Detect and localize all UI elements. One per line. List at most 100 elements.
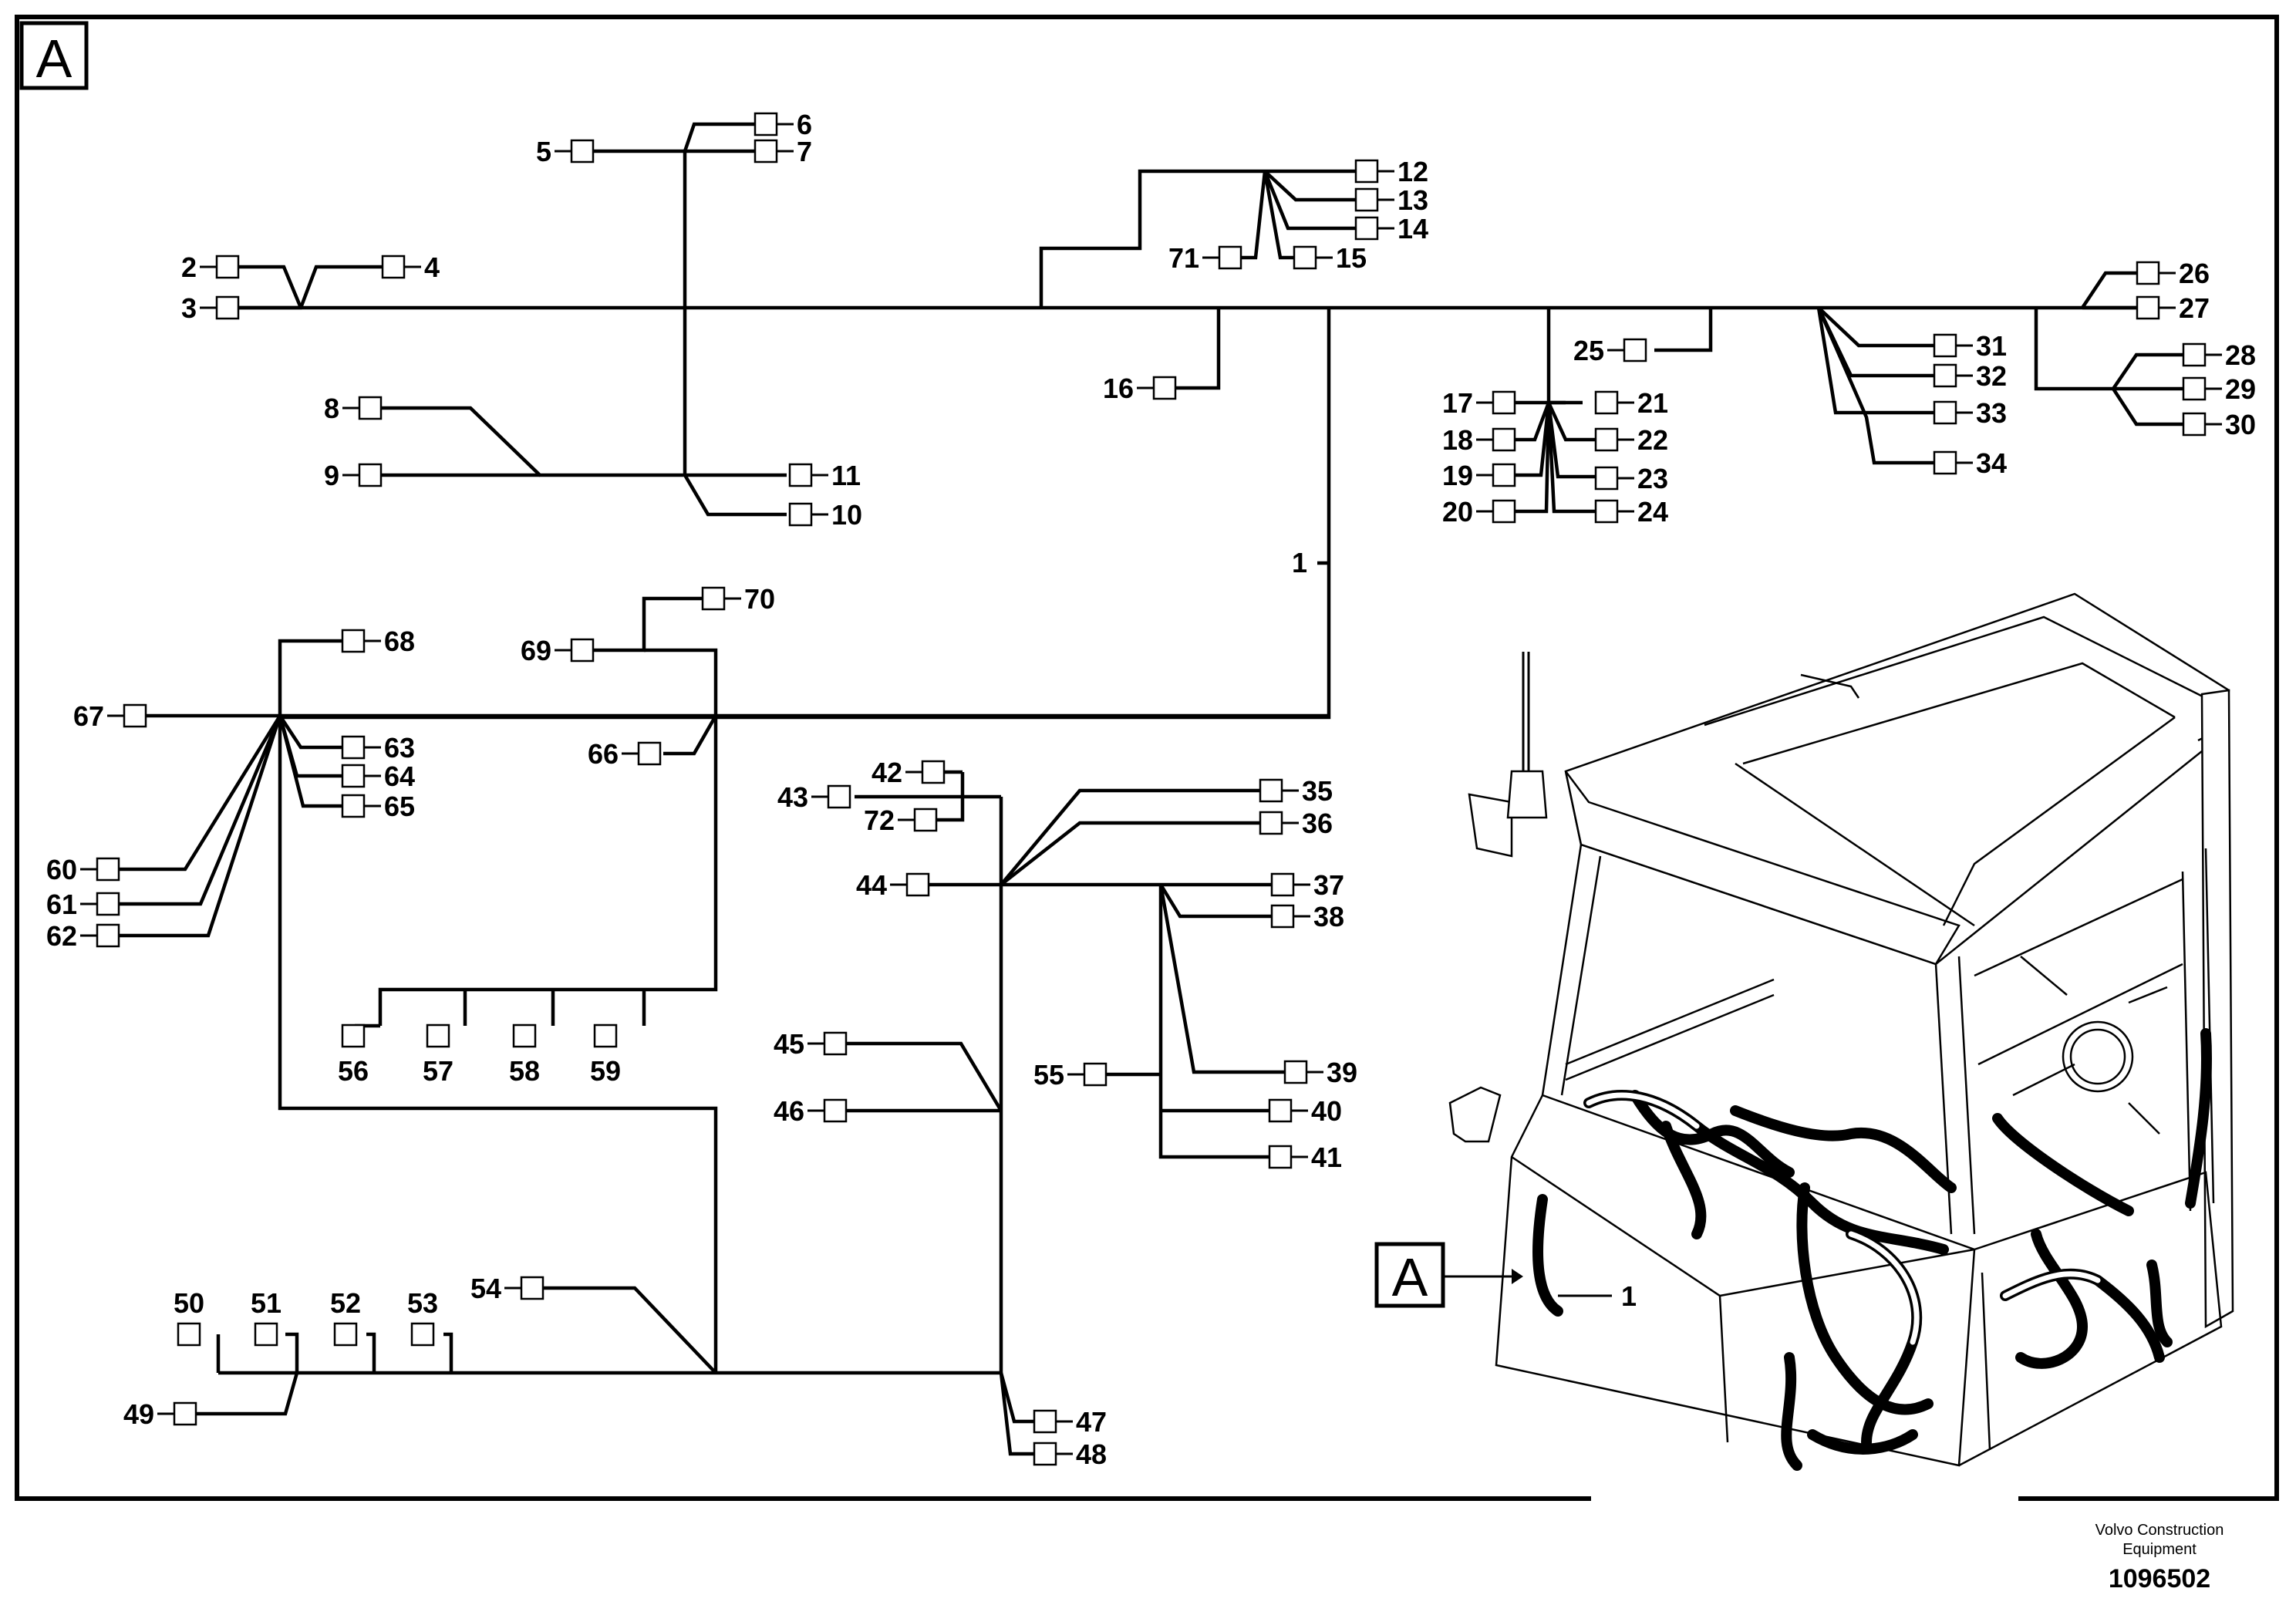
connector-44 xyxy=(905,872,930,897)
connector-19 xyxy=(1492,463,1516,487)
connector-27 xyxy=(2136,295,2160,320)
callout-72: 72 xyxy=(864,804,895,836)
callout-40: 40 xyxy=(1311,1095,1342,1127)
connector-layer xyxy=(80,112,2222,1466)
connector-21 xyxy=(1594,390,1619,415)
callout-57: 57 xyxy=(423,1055,453,1087)
view-label: A xyxy=(36,29,72,89)
callout-30: 30 xyxy=(2225,409,2256,440)
brand-line-1: Volvo Construction xyxy=(2095,1522,2224,1539)
connector-5 xyxy=(570,139,595,164)
callout-25: 25 xyxy=(1573,335,1604,366)
callout-7: 7 xyxy=(797,136,812,167)
callout-68: 68 xyxy=(384,626,415,657)
callout-54: 54 xyxy=(470,1273,501,1304)
callout-20: 20 xyxy=(1442,496,1473,528)
connector-2 xyxy=(215,255,240,279)
connector-30 xyxy=(2182,412,2207,437)
callout-18: 18 xyxy=(1442,424,1473,456)
callout-69: 69 xyxy=(521,635,551,666)
connector-59 xyxy=(593,1023,618,1048)
connector-33 xyxy=(1933,400,1957,425)
callout-66: 66 xyxy=(588,738,619,770)
connector-10 xyxy=(788,502,813,527)
callout-45: 45 xyxy=(774,1028,804,1060)
callout-15: 15 xyxy=(1336,242,1367,274)
connector-35 xyxy=(1259,778,1283,803)
callout-36: 36 xyxy=(1302,808,1333,839)
cab-illustration: A 1 xyxy=(1374,592,2234,1471)
callout-59: 59 xyxy=(590,1055,621,1087)
connector-14 xyxy=(1354,216,1379,241)
callout-12: 12 xyxy=(1397,156,1428,187)
connector-40 xyxy=(1268,1098,1293,1123)
callout-37: 37 xyxy=(1313,869,1344,901)
connector-45 xyxy=(823,1031,848,1056)
connector-51 xyxy=(254,1322,278,1347)
connector-66 xyxy=(637,741,662,766)
connector-12 xyxy=(1354,159,1379,184)
connector-29 xyxy=(2182,376,2207,401)
callout-11: 11 xyxy=(831,460,861,491)
callout-71: 71 xyxy=(1168,242,1199,274)
callout-41: 41 xyxy=(1311,1141,1342,1173)
callout-2: 2 xyxy=(181,251,197,283)
connector-55 xyxy=(1083,1062,1108,1087)
frame-border xyxy=(15,15,2279,1501)
callout-22: 22 xyxy=(1637,424,1668,456)
brand-line-2: Equipment xyxy=(2122,1541,2197,1558)
connector-72 xyxy=(913,808,938,832)
callout-29: 29 xyxy=(2225,373,2256,405)
connector-70 xyxy=(701,586,726,611)
connector-15 xyxy=(1293,245,1317,270)
callout-53: 53 xyxy=(407,1287,438,1319)
connector-24 xyxy=(1594,499,1619,524)
connector-28 xyxy=(2182,342,2207,367)
connector-41 xyxy=(1268,1145,1293,1169)
schematic-wiring xyxy=(120,122,2183,1456)
callout-10: 10 xyxy=(831,499,862,531)
callout-60: 60 xyxy=(46,854,77,885)
callout-3: 3 xyxy=(181,292,197,324)
connector-22 xyxy=(1594,427,1619,452)
connector-11 xyxy=(788,463,813,487)
connector-57 xyxy=(426,1023,450,1048)
connector-17 xyxy=(1492,390,1516,415)
connector-6 xyxy=(754,112,778,137)
connector-56 xyxy=(341,1023,366,1048)
connector-36 xyxy=(1259,811,1283,835)
connector-67 xyxy=(123,703,147,728)
connector-71 xyxy=(1218,245,1242,270)
callout-23: 23 xyxy=(1637,463,1668,494)
connector-37 xyxy=(1270,872,1295,897)
connector-49 xyxy=(173,1401,197,1426)
connector-69 xyxy=(570,638,595,663)
callout-65: 65 xyxy=(384,791,415,822)
connector-53 xyxy=(410,1322,435,1347)
connector-64 xyxy=(341,764,366,788)
callout-43: 43 xyxy=(777,781,808,813)
connector-25 xyxy=(1623,338,1647,363)
connector-23 xyxy=(1594,466,1619,491)
callout-26: 26 xyxy=(2179,258,2210,289)
callout-47: 47 xyxy=(1076,1406,1107,1438)
connector-52 xyxy=(333,1322,358,1347)
callout-44: 44 xyxy=(856,869,887,901)
callout-34: 34 xyxy=(1976,447,2007,479)
callout-35: 35 xyxy=(1302,775,1333,807)
callout-61: 61 xyxy=(46,889,77,920)
callout-38: 38 xyxy=(1313,901,1344,932)
connector-4 xyxy=(381,255,406,279)
callout-48: 48 xyxy=(1076,1438,1107,1470)
callout-27: 27 xyxy=(2179,292,2210,324)
callout-5: 5 xyxy=(536,136,551,167)
connector-31 xyxy=(1933,333,1957,358)
connector-20 xyxy=(1492,499,1516,524)
antenna-icon xyxy=(1506,652,1548,819)
callout-62: 62 xyxy=(46,920,77,952)
callout-17: 17 xyxy=(1442,387,1473,419)
connector-54 xyxy=(520,1276,544,1300)
connector-8 xyxy=(358,396,383,420)
